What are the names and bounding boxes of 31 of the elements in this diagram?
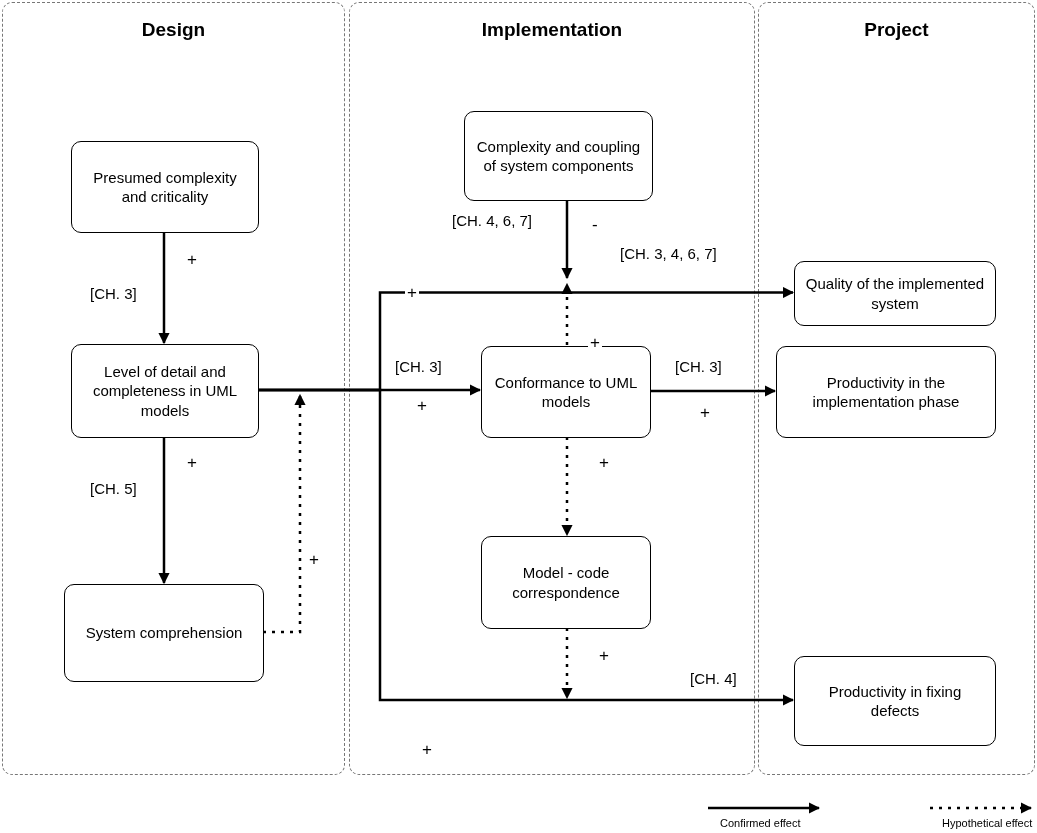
arrow xyxy=(258,388,795,706)
group-title: Design xyxy=(140,19,207,41)
factor-box: Conformance to UML models xyxy=(481,346,651,438)
edge-label: [CH. 3] xyxy=(673,358,724,375)
dotted-arrow xyxy=(561,282,573,345)
group-panel xyxy=(758,2,1035,775)
dotted-arrow xyxy=(263,393,306,634)
factor-box: Level of detail and completeness in UML models xyxy=(71,344,259,438)
arrow xyxy=(158,232,170,345)
factor-box: Complexity and coupling of system components xyxy=(464,111,653,201)
arrow xyxy=(650,385,777,397)
edge-label: [CH. 3, 4, 6, 7] xyxy=(618,245,719,262)
arrow xyxy=(158,437,170,585)
factor-box: Presumed complexity and criticality xyxy=(71,141,259,233)
factor-box: System comprehension xyxy=(64,584,264,682)
group-panel xyxy=(2,2,345,775)
dotted-arrow xyxy=(561,437,573,537)
dotted-arrow xyxy=(561,628,573,700)
legend-text: Hypothetical effect xyxy=(942,817,1033,829)
edge-label: [CH. 5] xyxy=(88,480,139,497)
edge-label: [CH. 3] xyxy=(393,358,444,375)
group-title: Project xyxy=(863,19,930,41)
edge-label: [CH. 4] xyxy=(688,670,739,687)
arrow xyxy=(561,200,573,280)
edge-label: [CH. 3] xyxy=(88,285,139,302)
factor-box: Productivity in the implementation phase xyxy=(776,346,996,438)
factor-box: Productivity in fixing defects xyxy=(794,656,996,746)
legend-text: Confirmed effect xyxy=(720,817,801,829)
factor-box: Quality of the implemented system xyxy=(794,261,996,326)
factor-box: Model - code correspondence xyxy=(481,536,651,629)
group-title: Implementation xyxy=(480,19,624,41)
